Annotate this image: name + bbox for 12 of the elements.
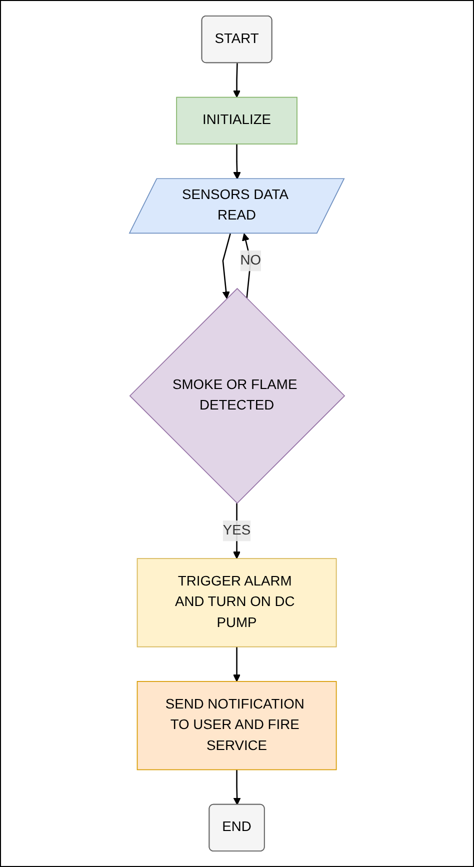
arrow — [233, 770, 241, 806]
arrow — [232, 63, 241, 98]
edge-label: YES — [222, 523, 251, 538]
node-box: TRIGGER ALARM AND TURN ON DC PUMP — [136, 558, 337, 648]
node-diamond: SMOKE OR FLAME DETECTED — [129, 288, 346, 504]
node-box: SEND NOTIFICATION TO USER AND FIRE SERVICE — [136, 681, 337, 770]
node-box: INITIALIZE — [176, 96, 298, 144]
arrow — [233, 144, 241, 180]
arrow — [232, 646, 241, 682]
edge-label: NO — [240, 253, 262, 268]
arrow — [242, 233, 252, 299]
arrow — [222, 233, 231, 299]
